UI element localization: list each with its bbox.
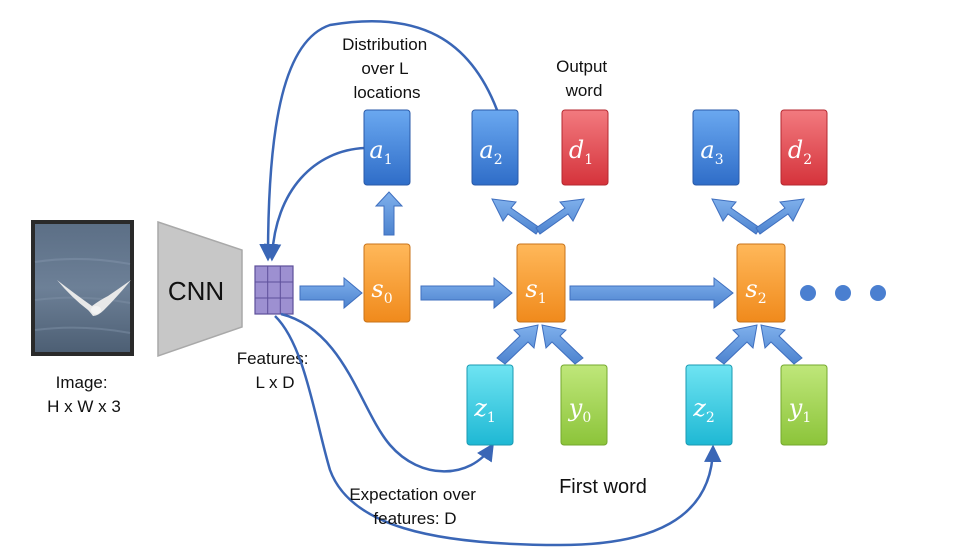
- svg-text:z2: z2: [692, 394, 715, 426]
- node-a1: a1: [363, 109, 411, 186]
- arrow-y1-to-s2: [760, 324, 803, 365]
- svg-text:y0: y0: [568, 394, 591, 426]
- curve-a1-to-features: [263, 146, 366, 262]
- cnn-block: [157, 220, 243, 358]
- node-a2: a2: [471, 109, 519, 186]
- arrow-s1-to-s2: [569, 276, 734, 310]
- svg-text:d1: d1: [569, 136, 593, 168]
- svg-text:a3: a3: [700, 136, 723, 168]
- feature-grid: [254, 265, 294, 315]
- node-s0: s0: [363, 243, 411, 323]
- svg-text:s0: s0: [371, 275, 392, 307]
- arrow-s0-to-a1: [374, 191, 404, 236]
- svg-text:a2: a2: [479, 136, 502, 168]
- node-d1: d1: [561, 109, 609, 186]
- curve-features-to-z1: [280, 312, 494, 473]
- curve-a2-to-features: [259, 20, 499, 262]
- svg-text:s2: s2: [745, 275, 766, 307]
- svg-text:z1: z1: [473, 394, 496, 426]
- svg-text:y1: y1: [788, 394, 811, 426]
- arrow-z2-to-s2: [715, 324, 758, 365]
- arrow-s0-to-s1: [420, 276, 513, 310]
- distribution-label: Distribution over L locations: [342, 35, 432, 102]
- ellipsis-dots: [800, 285, 886, 301]
- node-d2: d2: [780, 109, 828, 186]
- node-s2: s2: [736, 243, 786, 323]
- arrow-s2-to-a3: [711, 198, 761, 235]
- cnn-label: CNN: [168, 276, 224, 306]
- arrow-z1-to-s1: [496, 324, 539, 365]
- output-word-label: Output word: [556, 57, 612, 100]
- input-image: [31, 220, 134, 356]
- node-y1: y1: [780, 364, 828, 446]
- expectation-label: Expectation over features: D: [349, 485, 480, 528]
- svg-text:a1: a1: [369, 136, 392, 168]
- arrow-s2-to-d2: [755, 198, 805, 235]
- curve-features-to-z2: [274, 315, 722, 547]
- arrow-y0-to-s1: [541, 324, 584, 365]
- arrow-s1-to-a2: [491, 198, 541, 235]
- node-z2: z2: [685, 364, 733, 446]
- node-z1: z1: [466, 364, 514, 446]
- block-arrows: [299, 191, 805, 365]
- svg-text:s1: s1: [525, 275, 546, 307]
- node-y0: y0: [560, 364, 608, 446]
- features-label: Features: L x D: [237, 349, 314, 392]
- svg-text:d2: d2: [788, 136, 812, 168]
- arrow-s1-to-d1: [535, 198, 585, 235]
- node-a3: a3: [692, 109, 740, 186]
- first-word-label: First word: [559, 476, 647, 498]
- arrow-features-to-s0: [299, 276, 363, 310]
- image-label: Image: H x W x 3: [47, 373, 121, 416]
- node-s1: s1: [516, 243, 566, 323]
